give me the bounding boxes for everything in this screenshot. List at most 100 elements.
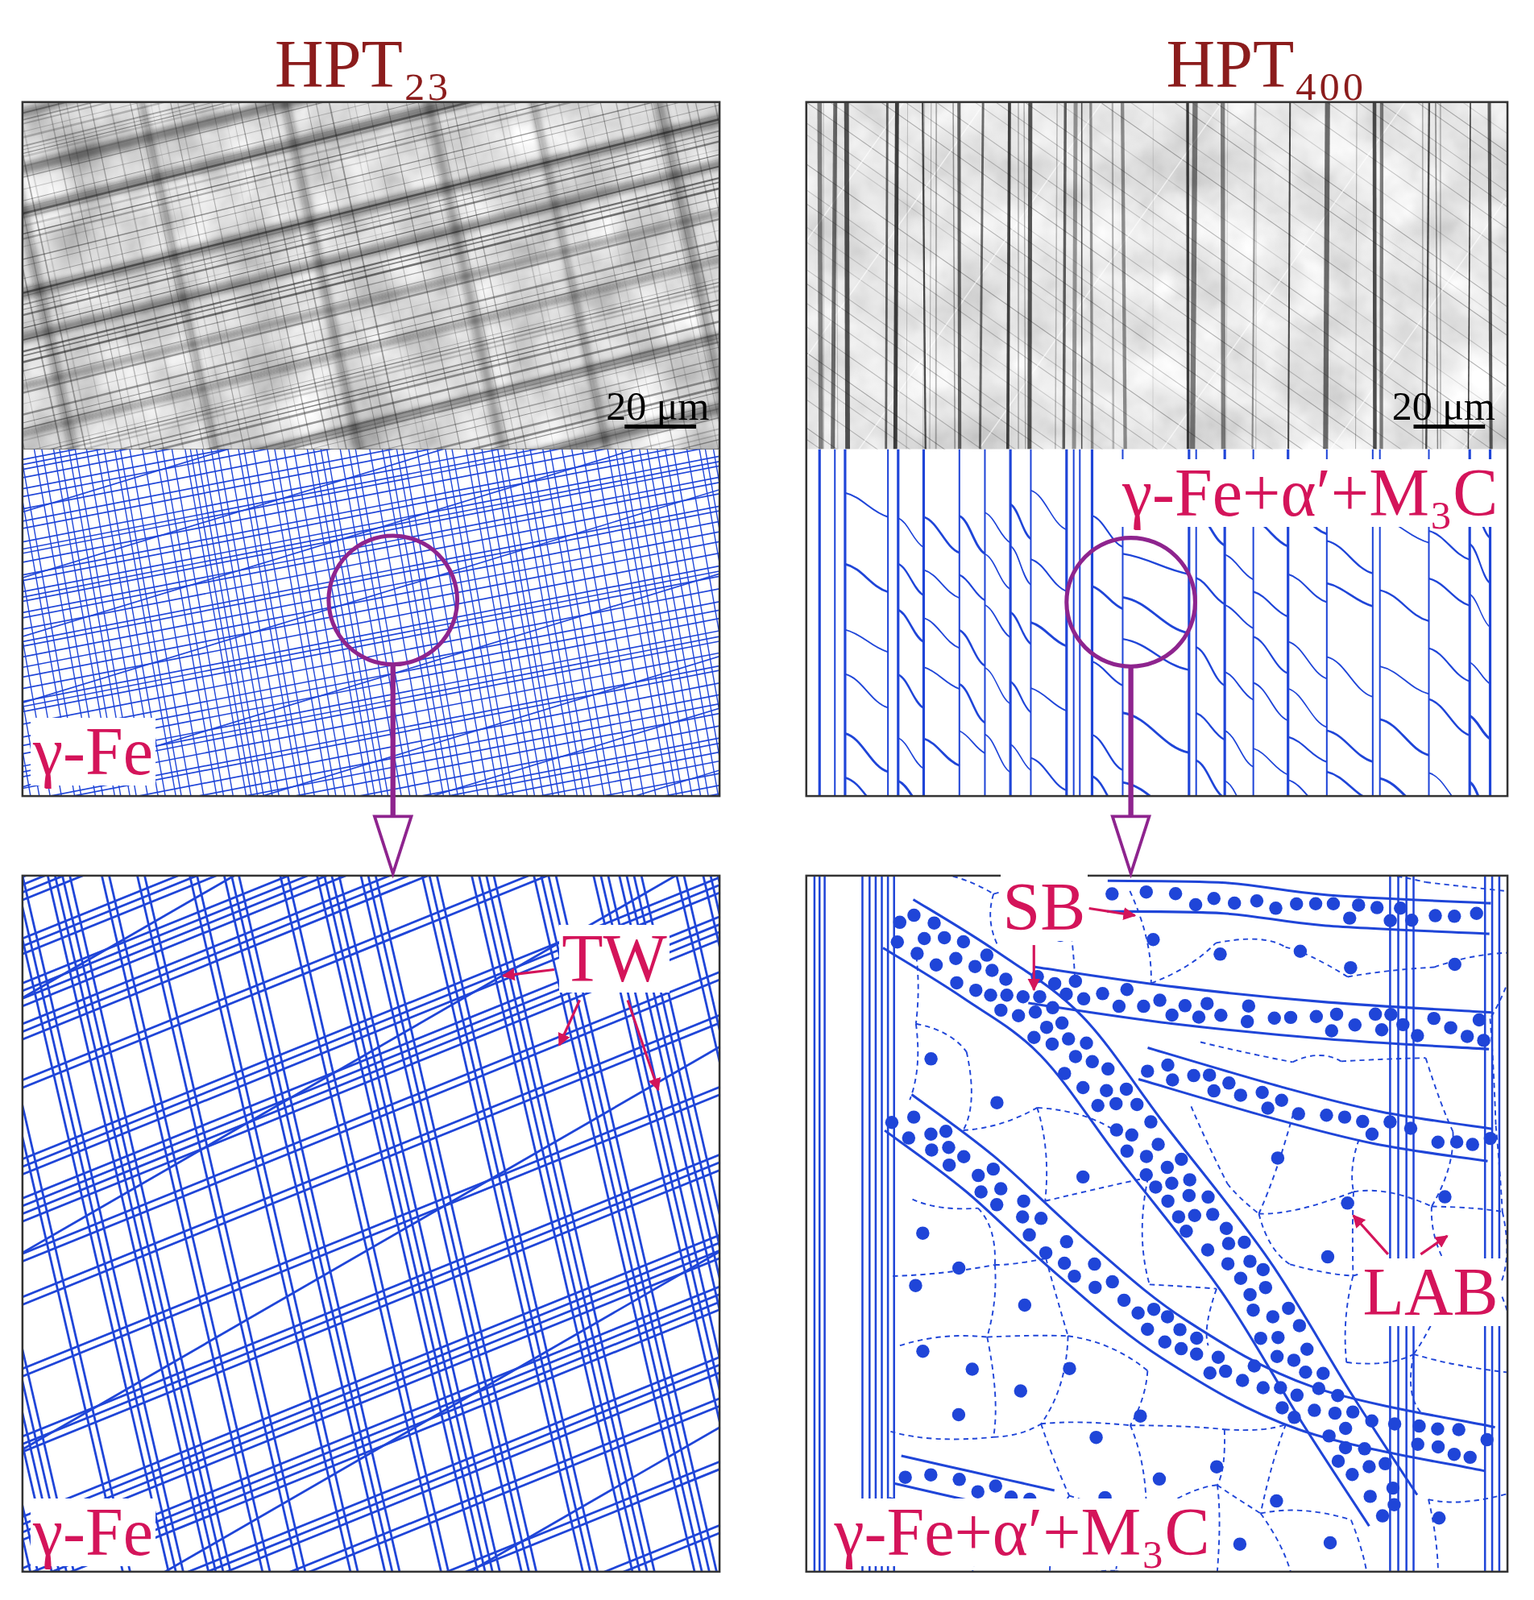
- shear-band-border: [913, 899, 1418, 1495]
- band-line: [1024, 102, 1026, 450]
- carbide-particle: [1173, 1322, 1186, 1336]
- phase-label: γ-Fe: [30, 1498, 156, 1567]
- twin-line: [667, 875, 720, 1572]
- twin-line: [22, 448, 703, 544]
- slip-line: [892, 102, 1508, 409]
- carbide-particle: [941, 1140, 955, 1154]
- carbide-particle: [1300, 1342, 1314, 1356]
- carbide-particle: [1192, 1010, 1206, 1024]
- carbide-particle: [1290, 1388, 1304, 1402]
- wavy-boundary: [959, 684, 986, 723]
- carbide-particle: [1069, 974, 1083, 988]
- zoom-arrow: [390, 664, 396, 817]
- band-line: [1255, 102, 1257, 450]
- twin-line: [24, 875, 256, 1572]
- carbide-particle: [924, 1143, 938, 1157]
- carbide-particle: [1090, 1098, 1104, 1112]
- band-line: [818, 875, 821, 1572]
- carbide-particle: [1250, 894, 1264, 908]
- carbide-particle: [898, 1470, 912, 1484]
- twin-line: [22, 875, 73, 1572]
- twin-line: [68, 1459, 720, 1572]
- twin-line: [244, 448, 388, 797]
- twin-line: [589, 448, 720, 797]
- bright-line: [806, 102, 1275, 450]
- carbide-particle: [1206, 1207, 1219, 1221]
- band-line: [1055, 102, 1058, 450]
- deformation-line: [281, 102, 452, 450]
- twin-schematic: [22, 448, 720, 797]
- twin-line: [22, 448, 720, 658]
- carbide-particle: [1386, 1481, 1400, 1495]
- cell-boundary: [1215, 939, 1286, 948]
- carbide-particle: [1011, 1008, 1025, 1022]
- carbide-particle: [1200, 996, 1214, 1010]
- band-line: [1073, 102, 1076, 450]
- panel-frame: [806, 875, 1508, 1572]
- cell-boundary: [995, 1258, 1046, 1265]
- cell-boundary: [916, 1024, 967, 1053]
- carbide-particle: [1237, 1235, 1251, 1249]
- wavy-boundary: [1288, 779, 1327, 797]
- twin-line: [299, 448, 443, 797]
- wavy-boundary: [1469, 594, 1490, 628]
- carbide-particle: [1060, 1235, 1074, 1248]
- twin-line: [22, 875, 94, 1572]
- leader-arrows: [503, 907, 1448, 1254]
- carbide-particle: [1378, 1457, 1392, 1471]
- carbide-particle: [1210, 1459, 1224, 1473]
- slip-line: [841, 102, 1508, 450]
- carbide-particle: [1447, 1447, 1461, 1461]
- wavy-boundary: [1429, 648, 1471, 682]
- carbide-particle: [968, 959, 982, 973]
- carbide-particle: [907, 1110, 921, 1124]
- carbide-particle: [1466, 1137, 1480, 1151]
- carbide-particle: [1117, 1293, 1131, 1307]
- carbide-particle: [1269, 1494, 1283, 1508]
- twin-line: [280, 875, 511, 1572]
- carbide-particle: [1476, 1033, 1490, 1047]
- carbide-particle: [1450, 1135, 1464, 1149]
- carbide-particle: [1148, 1180, 1162, 1194]
- twin-line: [448, 875, 680, 1572]
- twin-line: [102, 1271, 720, 1572]
- cell-boundary: [1428, 1499, 1439, 1572]
- cell-boundary: [899, 1335, 987, 1346]
- carbide-particle: [1451, 1422, 1465, 1436]
- cell-boundary: [1044, 1177, 1149, 1202]
- carbide-particle: [1271, 1330, 1285, 1344]
- carbide-particle: [1472, 1013, 1486, 1027]
- carbide-particle: [1160, 1194, 1174, 1208]
- twin-line: [236, 448, 379, 797]
- carbide-particle: [1140, 885, 1153, 899]
- wavy-boundary: [898, 609, 925, 643]
- twin-line: [267, 448, 411, 797]
- carbide-particle: [1469, 907, 1483, 921]
- carbide-particle: [1325, 1024, 1339, 1037]
- carbide-particle: [1233, 1537, 1247, 1551]
- twin-line: [22, 980, 720, 1365]
- carbide-particle: [1438, 1189, 1452, 1203]
- slip-line: [1045, 102, 1508, 190]
- cell-boundary: [1346, 1354, 1414, 1365]
- carbide-particle: [1292, 1106, 1306, 1120]
- twin-line: [22, 875, 129, 1572]
- wavy-boundary: [1010, 744, 1031, 771]
- carbide-particle: [1328, 1406, 1342, 1420]
- carbide-particle: [1247, 1359, 1261, 1373]
- wavy-boundary: [984, 733, 1011, 772]
- carbide-particle: [1112, 999, 1126, 1013]
- twin-line: [550, 875, 720, 1572]
- twin-line: [496, 448, 639, 797]
- carbide-particle: [1206, 891, 1220, 905]
- band-line: [819, 102, 821, 450]
- carbide-particle: [1120, 1144, 1134, 1158]
- carbide-particle: [1182, 1173, 1196, 1186]
- deformation-line: [305, 102, 477, 450]
- carbide-particle: [1460, 1029, 1474, 1043]
- carbide-particle: [1331, 1454, 1345, 1468]
- panel-frame: [22, 875, 720, 1572]
- carbide-particle: [1348, 1018, 1362, 1032]
- carbide-particle: [949, 952, 962, 966]
